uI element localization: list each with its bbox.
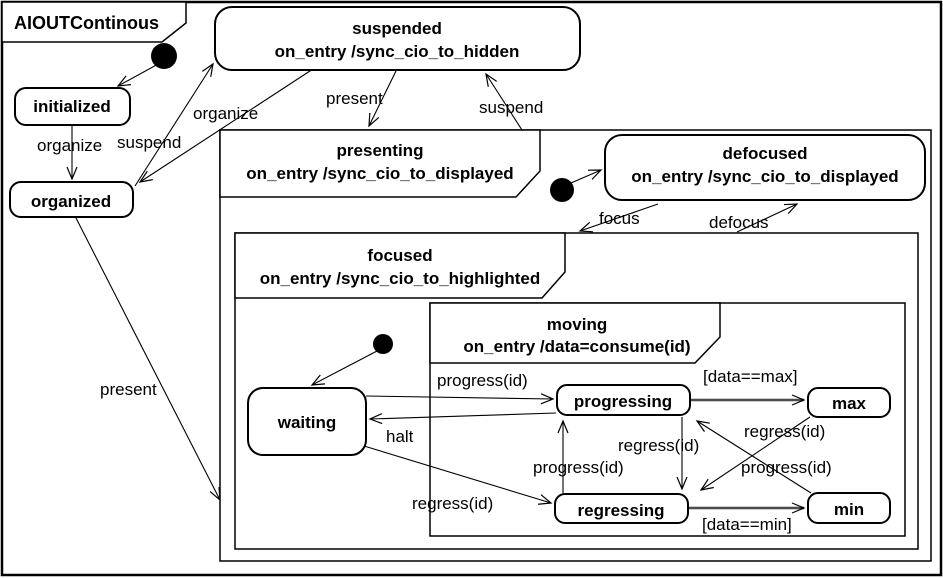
transition-initial-to-defocused [570, 169, 603, 184]
transition-waiting-to-regressing [363, 445, 553, 505]
state-suspended-name: suspended [352, 19, 442, 38]
transition-organized-to-presenting [75, 217, 221, 502]
state-initialized-name: initialized [33, 97, 110, 116]
label-waiting-to-progressing: progress(id) [437, 371, 528, 390]
diagram-title: AIOUTContinous [14, 13, 159, 33]
state-organized-name: organized [31, 192, 111, 211]
state-initialized-box [14, 87, 131, 126]
state-defocused-name: defocused [722, 144, 807, 163]
label-defocused-to-focused: focus [599, 209, 640, 228]
label-suspended-to-organized: organize [193, 104, 258, 123]
state-suspended-box [214, 6, 581, 71]
transition-min-to-progressing [695, 420, 812, 494]
state-moving-entry: on_entry /data=consume(id) [463, 337, 690, 356]
state-focused-header [234, 232, 566, 299]
diagram-title-tab [1, 1, 187, 43]
transition-max-to-regressing [699, 416, 811, 491]
transition-initial-to-waiting [310, 350, 378, 386]
state-regressing-name: regressing [578, 501, 665, 520]
state-moving-name: moving [547, 315, 607, 334]
state-focused-entry: on_entry /sync_cio_to_highlighted [260, 269, 541, 288]
label-organized-to-presenting: present [100, 380, 157, 399]
state-defocused-entry: on_entry /sync_cio_to_displayed [631, 167, 898, 186]
label-suspended-to-presenting: present [326, 89, 383, 108]
initial-state-dot-focused [373, 334, 393, 354]
transition-presenting-to-suspended [485, 72, 523, 131]
label-max-to-regressing: regress(id) [744, 422, 825, 441]
label-waiting-to-regressing: regress(id) [412, 494, 493, 513]
state-suspended-entry: on_entry /sync_cio_to_hidden [275, 42, 520, 61]
transition-defocused-to-focused [578, 203, 659, 233]
state-presenting-entry: on_entry /sync_cio_to_displayed [246, 164, 513, 183]
label-min-to-progressing: progress(id) [741, 458, 832, 477]
state-waiting-name: waiting [277, 413, 337, 432]
transition-initial-to-initialized [116, 62, 161, 87]
label-presenting-to-suspended: suspend [479, 98, 543, 117]
initial-state-dot-top [151, 43, 177, 69]
state-moving-header [429, 302, 721, 364]
state-progressing-box [556, 384, 691, 416]
state-waiting-box [247, 387, 367, 456]
label-regressing-to-progressing: progress(id) [533, 458, 624, 477]
transition-suspended-to-organized [138, 68, 314, 183]
state-min-box [807, 492, 891, 524]
state-presenting-name: presenting [337, 141, 424, 160]
label-organized-to-suspended: suspend [117, 133, 181, 152]
transition-progressing-to-waiting [368, 412, 557, 425]
transition-waiting-to-progressing [365, 393, 555, 405]
initial-state-dot-presenting [550, 178, 574, 202]
label-progressing-to-regressing: regress(id) [618, 436, 699, 455]
label-initialized-to-organized: organize [37, 136, 102, 155]
label-progressing-to-max-guard: [data==max] [703, 367, 798, 386]
transition-organized-to-suspended [134, 62, 214, 187]
state-organized-box [9, 181, 134, 218]
state-max-box [807, 387, 891, 418]
transition-focused-to-defocused [736, 203, 799, 233]
label-focused-to-defocused: defocus [709, 213, 769, 232]
state-defocused-box [604, 134, 926, 201]
label-progressing-to-waiting: halt [386, 427, 414, 446]
state-focused-name: focused [367, 246, 432, 265]
state-regressing-box [554, 493, 689, 524]
state-progressing-name: progressing [574, 392, 672, 411]
state-presenting-region [219, 129, 932, 562]
state-min-name: min [834, 500, 864, 519]
label-regressing-to-min-guard: [data==min] [702, 515, 792, 534]
state-focused-region [234, 232, 919, 550]
transition-suspended-to-presenting [368, 70, 397, 128]
state-presenting-header [219, 129, 541, 198]
state-max-name: max [832, 394, 867, 413]
